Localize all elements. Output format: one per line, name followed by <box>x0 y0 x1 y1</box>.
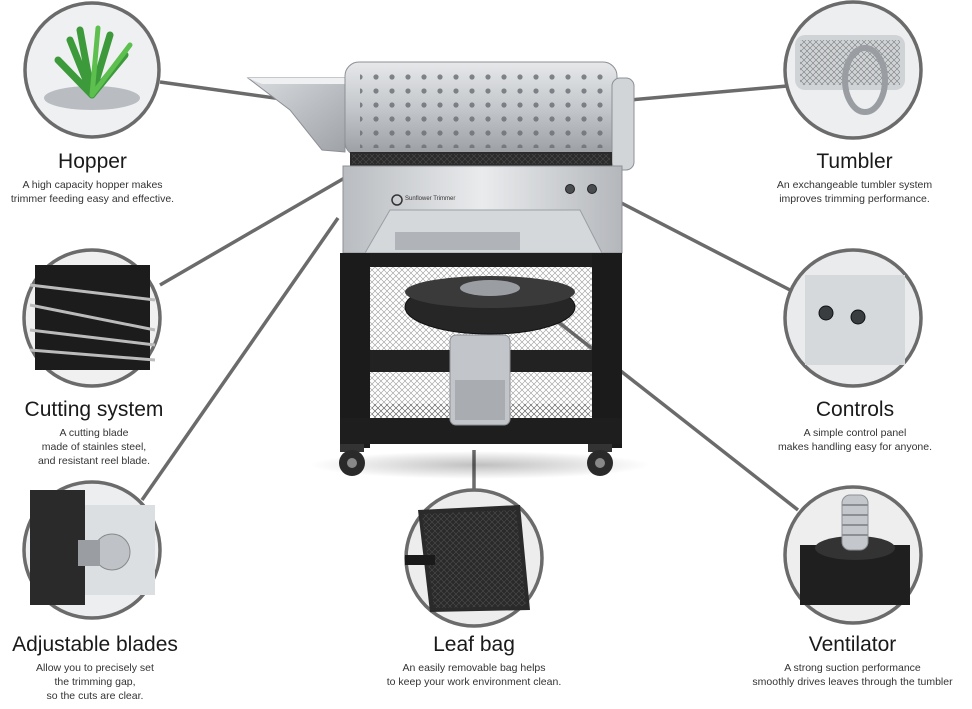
feature-ventilator: Ventilator A strong suction performance … <box>735 633 970 690</box>
feature-title: Adjustable blades <box>12 633 178 656</box>
feature-desc: A simple control panel makes handling ea… <box>777 427 933 453</box>
blades-detail-image <box>22 480 162 620</box>
cutting-detail-image <box>22 248 162 388</box>
hopper-tray <box>246 77 346 153</box>
feature-desc: An easily removable bag helps to keep yo… <box>386 662 562 688</box>
brand-logo-icon <box>391 194 403 206</box>
ventilator-detail-image <box>783 485 923 625</box>
tumbler-detail-image <box>783 0 923 140</box>
feature-title: Leaf bag <box>433 633 515 656</box>
control-knob-1 <box>565 184 575 194</box>
feature-adjustable-blades: Adjustable blades Allow you to precisely… <box>0 633 190 704</box>
feature-title: Hopper <box>58 150 127 173</box>
leafbag-detail-image <box>404 488 544 628</box>
feature-title: Ventilator <box>808 633 897 656</box>
control-knob-2 <box>587 184 597 194</box>
feature-desc: A cutting blade made of stainles steel, … <box>37 427 151 467</box>
controls-connector <box>599 190 791 292</box>
tumbler-connector <box>629 84 788 102</box>
feature-tumbler: Tumbler An exchangeable tumbler system i… <box>752 150 957 207</box>
brand-plate: Sunflower Trimmer <box>405 196 456 202</box>
tumbler-end-cap <box>611 77 635 171</box>
feature-title: Cutting system <box>24 398 164 421</box>
blades-connector <box>140 217 340 501</box>
feature-leaf-bag: Leaf bag An easily removable bag helps t… <box>364 633 584 690</box>
feature-desc: An exchangeable tumbler system improves … <box>776 179 933 205</box>
feature-hopper: Hopper A high capacity hopper makes trim… <box>0 150 185 207</box>
caster-wheels <box>339 444 613 476</box>
feature-cutting-system: Cutting system A cutting blade made of s… <box>0 398 188 469</box>
feature-title: Tumbler <box>816 150 893 173</box>
hopper-detail-image <box>23 1 161 139</box>
frame-leg-left <box>340 253 370 448</box>
frame-leg-right <box>592 253 622 448</box>
feature-desc: Allow you to precisely set the trimming … <box>36 662 154 702</box>
feature-controls: Controls A simple control panel makes ha… <box>755 398 955 455</box>
feature-desc: A strong suction performance smoothly dr… <box>752 662 953 688</box>
feature-title: Controls <box>815 398 895 421</box>
frame-top <box>340 253 622 267</box>
controls-detail-image <box>783 248 923 388</box>
feature-desc: A high capacity hopper makes trimmer fee… <box>10 179 175 205</box>
